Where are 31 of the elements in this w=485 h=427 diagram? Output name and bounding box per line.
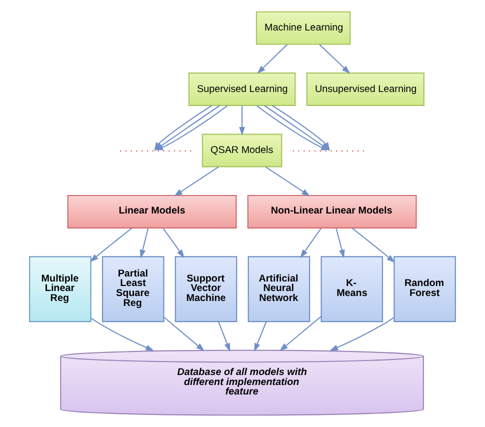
- arrow: [336, 228, 345, 258]
- arrow: [257, 44, 288, 74]
- arrow: [140, 228, 149, 258]
- node-box: Multiple Linear Reg: [29, 256, 92, 322]
- node-box: Artificial Neural Network: [248, 256, 310, 322]
- arrow: [330, 317, 394, 351]
- node-line: [292, 150, 364, 152]
- node-box: Random Forest: [394, 256, 456, 322]
- arrow: [300, 228, 322, 258]
- arrow: [90, 318, 154, 351]
- arrow: [239, 106, 246, 136]
- node-box: Linear Models: [67, 194, 237, 228]
- arrow: [279, 316, 322, 352]
- node-box: Supervised Learning: [188, 72, 296, 106]
- node-line: [120, 150, 192, 152]
- node-box: K- Means: [320, 256, 384, 322]
- node-box: Unsupervised Learning: [306, 72, 424, 106]
- arrow: [218, 321, 230, 352]
- arrow: [352, 228, 396, 263]
- arrow: [265, 166, 310, 196]
- node-box: Partial Least Square Reg: [102, 256, 164, 322]
- node-box: Non-Linear Linear Models: [247, 194, 417, 228]
- arrow: [174, 166, 219, 196]
- arrow: [254, 321, 267, 352]
- node-box: Support Vector Machine: [174, 256, 238, 322]
- node-box: Machine Learning: [256, 11, 351, 45]
- arrow: [162, 228, 184, 258]
- arrow: [164, 316, 205, 352]
- arrow: [319, 44, 350, 74]
- arrow: [90, 228, 132, 262]
- node-box: QSAR Models: [202, 134, 282, 168]
